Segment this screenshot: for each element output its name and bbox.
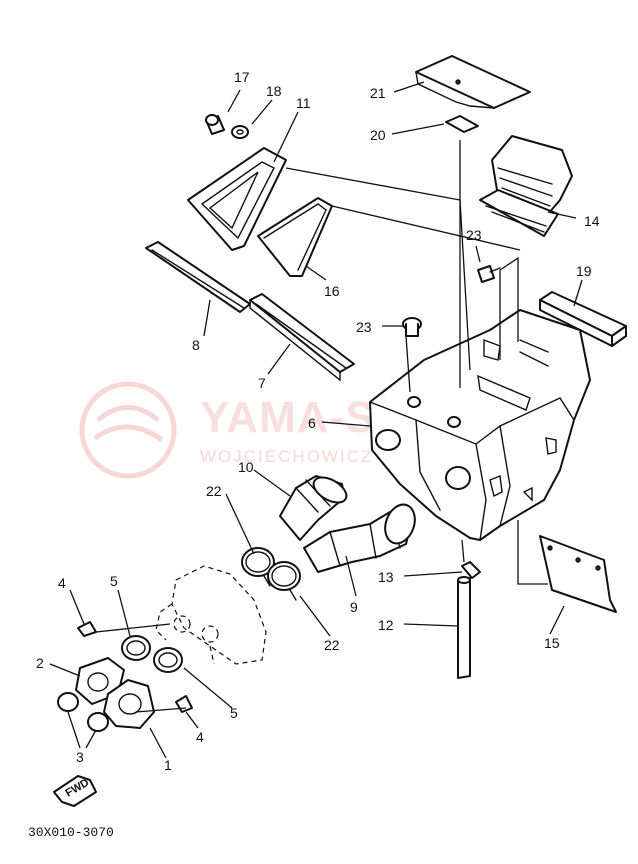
part-3-o-ring-lower [87,712,109,732]
part-21-cover-plate [415,55,531,109]
part-20-pad [445,115,479,133]
part-7-filter-element [249,293,355,382]
diagram-code: 30X010-3070 [28,825,114,840]
callout-4-lower: 4 [196,729,204,745]
callout-23-upper: 23 [466,227,482,243]
callout-3: 3 [76,749,84,765]
callout-22-upper: 22 [206,483,222,499]
part-3-o-ring-upper [57,692,79,712]
part-4-screw-lower [175,695,193,713]
part-13-clip [461,561,481,579]
callout-15: 15 [544,635,560,651]
callout-12: 12 [378,617,394,633]
callout-22-lower: 22 [324,637,340,653]
callout-10: 10 [238,459,254,475]
part-22-clamp-lower [267,561,301,601]
callout-11: 11 [296,95,311,111]
part-15-side-plate [539,535,617,613]
callout-5-upper: 5 [110,573,118,589]
callout-6: 6 [308,415,316,431]
part-10-intake-joint [279,475,348,541]
callout-2: 2 [36,655,44,671]
callout-19: 19 [576,263,592,279]
callout-17: 17 [234,69,250,85]
part-8-element [145,241,251,313]
part-23-screw-lower [402,317,422,337]
callout-7: 7 [258,375,266,391]
part-4-screw-upper [77,621,97,637]
callout-20: 20 [370,127,386,143]
fwd-arrow: FWD [53,775,97,807]
part-5-clamp-right [153,647,183,673]
part-14-intake-duct [479,135,573,237]
part-18-washer [231,125,249,139]
part-17-screw [205,114,225,135]
callout-13: 13 [378,569,394,585]
callout-16: 16 [324,283,340,299]
callout-labels: 17 18 11 21 20 14 23 19 16 8 23 7 6 10 2… [36,69,600,773]
part-6-air-box [369,309,591,541]
callout-8: 8 [192,337,200,353]
callout-5-lower: 5 [230,705,238,721]
part-23-screw-upper [477,265,501,283]
part-16-gasket [257,197,333,277]
part-1-manifold [103,679,155,729]
callout-23-lower: 23 [356,319,372,335]
part-11-element-frame [187,147,287,251]
part-19-foam-strip [539,291,627,347]
carburetor-ghost-outline [155,565,267,665]
callout-18: 18 [266,83,282,99]
callout-14: 14 [584,213,600,229]
leader-lines [49,81,583,759]
part-5-clamp-left [121,635,151,661]
callout-21: 21 [370,85,386,101]
part-22-clamp-upper [241,547,275,587]
callout-4-upper: 4 [58,575,66,591]
part-9-intake-joint [303,503,416,573]
part-12-drain-hose [457,576,471,679]
callout-1: 1 [164,757,172,773]
callout-9: 9 [350,599,358,615]
